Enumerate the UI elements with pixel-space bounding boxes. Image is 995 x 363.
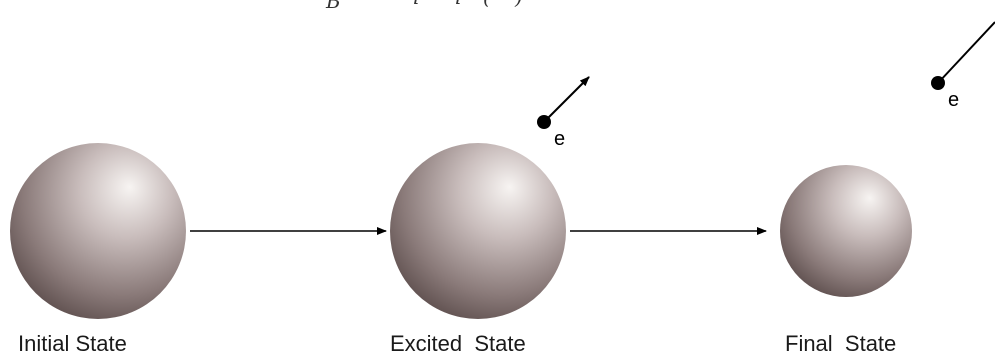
excited-state-atom — [390, 143, 566, 319]
svg-text:): ) — [514, 0, 523, 9]
svg-text:i: i — [413, 0, 419, 9]
electron-label: e — [948, 89, 959, 111]
final-state-atom — [780, 165, 912, 297]
electron-label: e — [554, 128, 565, 150]
initial-state-label: Initial State — [18, 331, 127, 356]
electron-dot — [931, 76, 945, 90]
formula-fragment: B i i ( ) — [325, 0, 523, 13]
svg-text:B: B — [325, 0, 341, 13]
initial-state-atom — [10, 143, 186, 319]
electron-dot — [537, 115, 551, 129]
svg-text:i: i — [455, 0, 461, 9]
ejected-electron-1: e — [537, 76, 590, 150]
excited-state-label: Excited State — [390, 331, 526, 356]
final-state-label: Final State — [785, 331, 897, 356]
svg-text:(: ( — [483, 0, 492, 9]
ejected-electron-2: e — [931, 21, 995, 111]
